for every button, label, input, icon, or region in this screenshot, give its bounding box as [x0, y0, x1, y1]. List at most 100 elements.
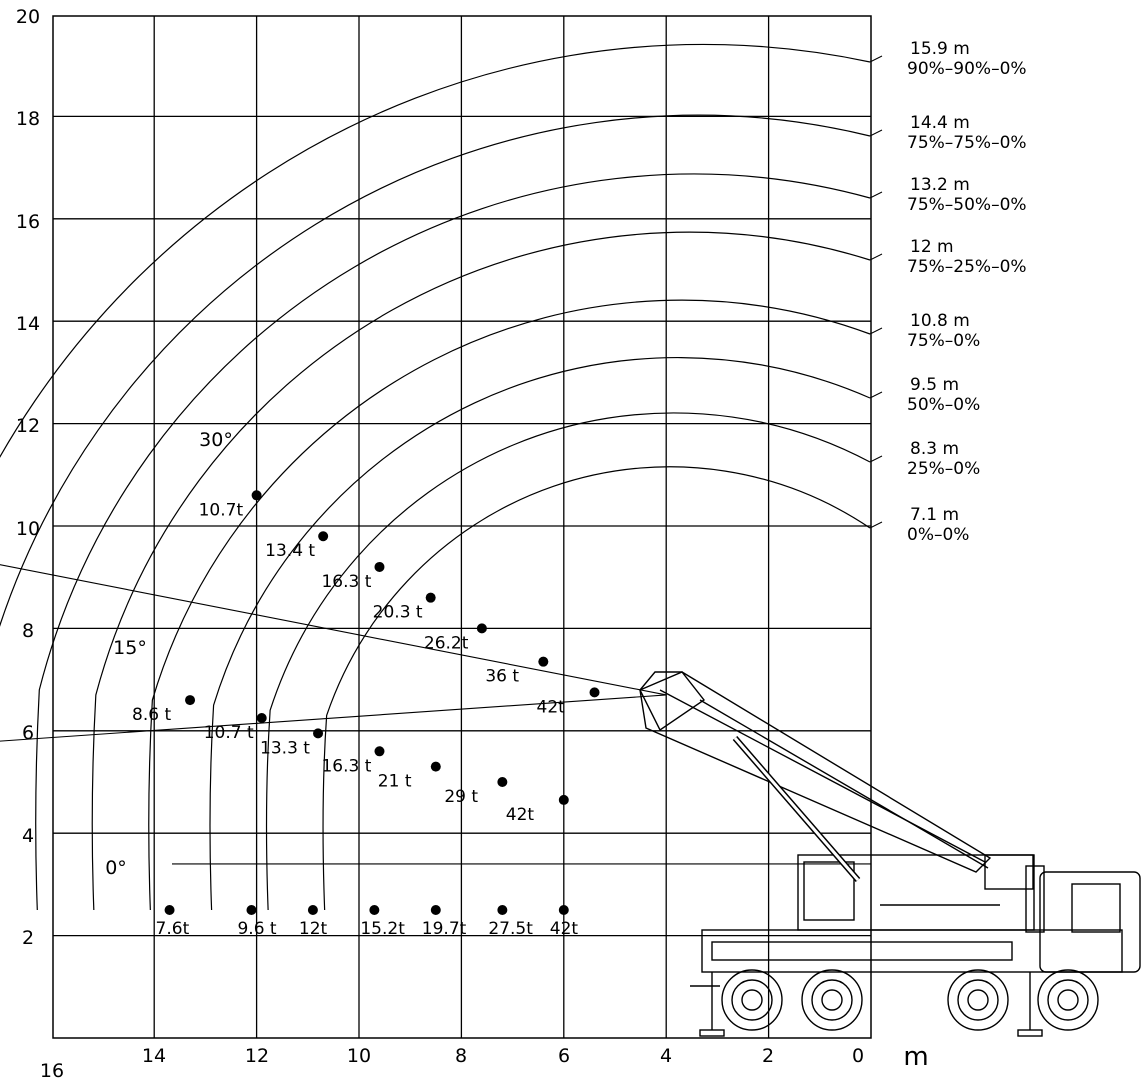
boom-arc-leader: [869, 455, 883, 463]
wheel: [721, 969, 783, 1031]
crane-boom: [639, 671, 992, 873]
load-label-0: 42t: [550, 919, 579, 939]
load-point-15: [374, 746, 385, 757]
x-axis-ticks: 16 14 12 10 8 6 4 2 0 m: [40, 1042, 929, 1082]
load-point-0: [246, 905, 257, 915]
load-point-30: [318, 531, 329, 542]
wheel-rim: [1047, 979, 1089, 1021]
y-tick-label: 6: [22, 722, 34, 744]
boom-arc-leader: [869, 129, 883, 137]
boom-extension-label: 75%–50%–0%: [907, 195, 1027, 215]
boom-arcs: [0, 43, 883, 911]
boom-arc: [322, 466, 871, 911]
wheel-rim: [957, 979, 999, 1021]
load-point-15: [256, 713, 267, 723]
x-tick-label: 10: [347, 1045, 371, 1067]
load-label-0: 27.5t: [488, 919, 533, 939]
truck-cab-window: [1071, 883, 1121, 933]
load-label-15: 42t: [506, 805, 535, 825]
x-tick-label: 4: [660, 1045, 672, 1067]
load-point-0: [558, 905, 569, 915]
boom-arc-leader: [869, 253, 883, 261]
boom-arc: [91, 231, 871, 911]
load-point-30: [589, 687, 600, 698]
load-point-30: [476, 623, 487, 634]
load-point-0: [430, 905, 441, 915]
load-point-15: [497, 777, 508, 787]
truck-cab: [1039, 871, 1141, 973]
boom-section-line: [699, 699, 989, 869]
boom-length-label: 14.4 m: [910, 113, 970, 133]
load-label-15: 10.7 t: [204, 723, 254, 743]
y-tick-label: 2: [22, 927, 34, 949]
load-label-0: 15.2t: [360, 919, 405, 939]
boom-arc: [35, 173, 871, 911]
load-label-30: 42t: [537, 697, 566, 717]
boom-arc-leader: [869, 55, 883, 63]
wheel-hub: [741, 989, 763, 1011]
load-label-15: 16.3 t: [321, 756, 371, 776]
boom-head: [639, 671, 706, 732]
boom-extension-label: 90%–90%–0%: [907, 59, 1027, 79]
boom-length-labels: 15.9 m90%–90%–0%14.4 m75%–75%–0%13.2 m75…: [907, 39, 1027, 545]
load-label-30: 16.3 t: [321, 572, 371, 592]
boom-arc-leader: [869, 391, 883, 399]
load-point-30: [251, 490, 262, 501]
y-tick-label: 18: [16, 108, 40, 130]
load-label-15: 21 t: [378, 772, 412, 792]
angle-line-15: [0, 694, 667, 742]
boom-extension-label: 75%–0%: [907, 331, 980, 351]
load-label-30: 10.7t: [199, 500, 244, 520]
axis-unit-label: m: [903, 1042, 928, 1072]
crane-counterweight: [984, 854, 1034, 890]
y-tick-label: 10: [16, 518, 40, 540]
crane-operator-cabin: [803, 861, 855, 921]
lift-cylinder-inner: [733, 737, 860, 881]
load-label-30: 20.3 t: [373, 603, 423, 623]
boom-length-label: 12 m: [910, 237, 954, 257]
x-tick-label: 8: [455, 1045, 467, 1067]
boom-length-label: 15.9 m: [910, 39, 970, 59]
load-label-0: 12t: [299, 919, 328, 939]
load-point-15: [430, 761, 441, 772]
load-label-15: 13.3 t: [260, 738, 310, 758]
load-label-15: 29 t: [444, 787, 478, 807]
wheel-hub: [821, 989, 843, 1011]
truck-wheels: [721, 969, 1099, 1031]
angle-label-30: 30°: [199, 429, 233, 451]
x-tick-label: 2: [762, 1045, 774, 1067]
load-point-30: [538, 656, 549, 667]
boom-arc: [265, 412, 871, 911]
boom-extension-label: 0%–0%: [907, 525, 969, 545]
load-label-30: 26.2t: [424, 633, 469, 653]
boom-extension-label: 75%–75%–0%: [907, 133, 1027, 153]
boom-arc: [0, 114, 871, 628]
boom-arc: [209, 356, 871, 911]
angle-label-0: 0°: [105, 857, 127, 879]
outrigger-pad: [699, 1029, 725, 1037]
boom-length-label: 10.8 m: [910, 311, 970, 331]
y-axis-ticks: 20 18 16 14 12 10 8 6 4 2: [16, 6, 40, 949]
y-tick-label: 4: [22, 825, 34, 847]
crane-truck-illustration: [639, 671, 1141, 1037]
load-label-30: 13.4 t: [265, 541, 315, 561]
boom-arc-leader: [869, 327, 883, 335]
x-tick-label: 6: [558, 1045, 570, 1067]
y-tick-label: 12: [16, 415, 40, 437]
load-point-0: [307, 905, 318, 915]
truck-frame-detail: [711, 941, 1013, 961]
y-tick-label: 14: [16, 313, 40, 335]
y-tick-label: 16: [16, 211, 40, 233]
load-label-0: 9.6 t: [237, 919, 276, 939]
boom-extension-label: 50%–0%: [907, 395, 980, 415]
x-tick-label: 16: [40, 1060, 64, 1082]
load-label-15: 8.6 t: [132, 705, 171, 725]
load-label-0: 19.7t: [422, 919, 467, 939]
wheel: [801, 969, 863, 1031]
wheel-hub: [1057, 989, 1079, 1011]
load-point-15: [313, 728, 324, 739]
boom-extension-label: 75%–25%–0%: [907, 257, 1027, 277]
y-tick-label: 8: [22, 620, 34, 642]
